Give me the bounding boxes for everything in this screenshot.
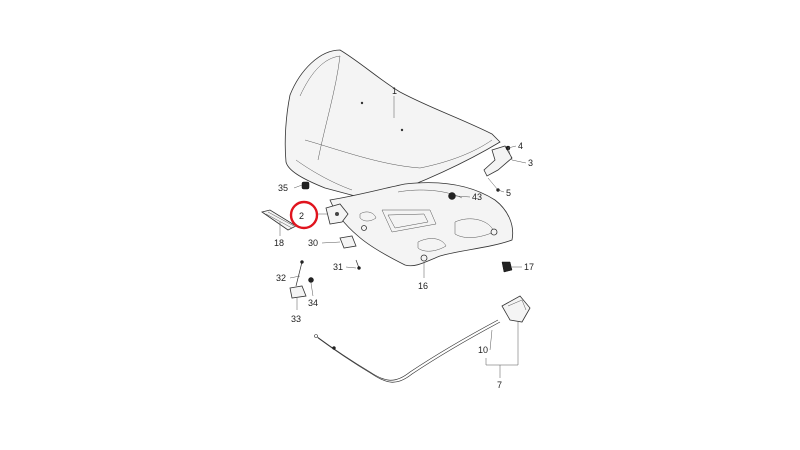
hood-bolt: [355, 259, 361, 270]
label-1: 1: [392, 86, 397, 96]
label-30: 30: [308, 238, 318, 248]
label-5: 5: [506, 188, 511, 198]
hood-inner-frame: [329, 182, 514, 267]
leader-lines: [279, 96, 527, 378]
hood-bumper: [301, 181, 310, 190]
label-32: 32: [276, 273, 286, 283]
hood-clip: [339, 235, 357, 249]
label-43: 43: [472, 192, 482, 202]
label-10: 10: [478, 345, 488, 355]
label-16: 16: [418, 281, 428, 291]
hood-clip-17: [501, 261, 513, 273]
label-33: 33: [291, 314, 301, 324]
hood-support-assembly: [289, 260, 314, 299]
part-number-labels: 1 4 3 5 35 43 2 18 30 31 16 17 32 33 34 …: [274, 86, 534, 390]
label-18: 18: [274, 238, 284, 248]
hood-release-cable: [314, 295, 531, 383]
hood-hinge: [483, 145, 513, 192]
highlight-circle: [289, 200, 319, 230]
label-31: 31: [333, 262, 343, 272]
label-7: 7: [497, 380, 502, 390]
label-17: 17: [524, 262, 534, 272]
label-4: 4: [518, 141, 523, 151]
label-34: 34: [308, 298, 318, 308]
label-3: 3: [528, 158, 533, 168]
hood-latch-striker: [325, 203, 349, 225]
label-35: 35: [278, 183, 288, 193]
label-2: 2: [299, 211, 304, 221]
hood-panel: [284, 49, 501, 201]
hood-nut: [448, 192, 456, 200]
